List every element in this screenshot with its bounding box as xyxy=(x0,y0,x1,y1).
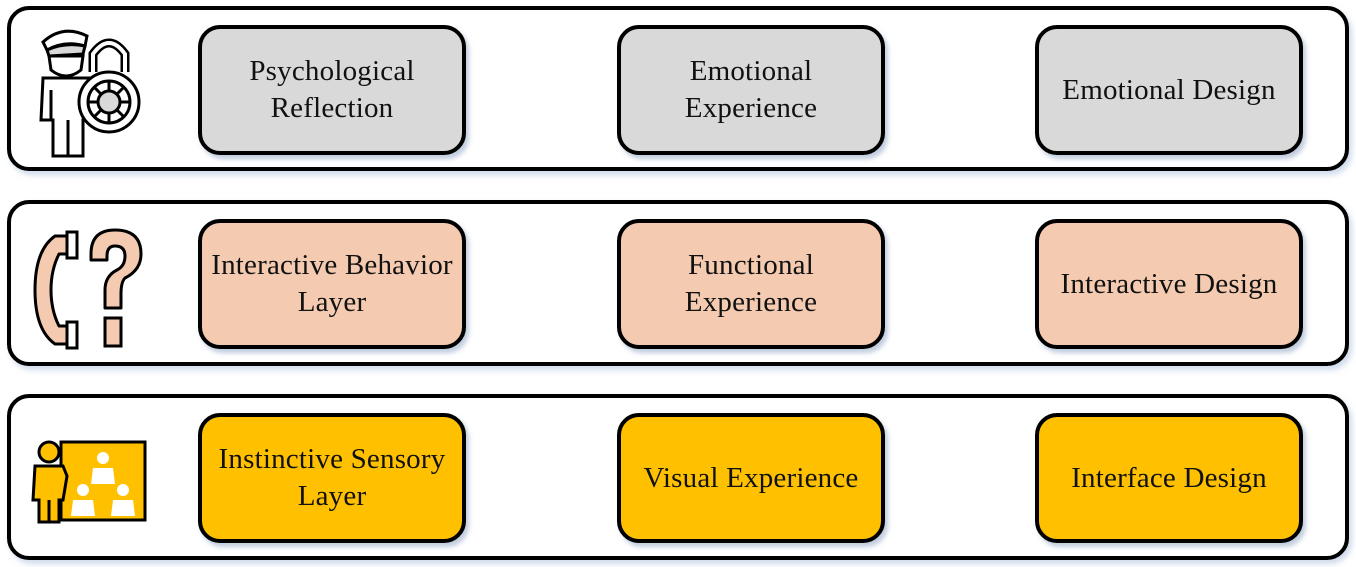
psychological-reflection-label: Psychological Reflection xyxy=(249,55,415,124)
interactive-design-label: Interactive Design xyxy=(1060,267,1278,300)
interface-design-label: Interface Design xyxy=(1071,461,1267,494)
emotional-experience-label: Emotional Experience xyxy=(684,55,818,124)
emotional-design-box: Emotional Design xyxy=(1035,25,1303,155)
presenter-audience-icon xyxy=(27,410,149,550)
interactive-design-box: Interactive Design xyxy=(1035,219,1303,349)
security-guard-with-lock-icon xyxy=(27,20,149,160)
interactive-behavior-layer-box: Interactive Behavior Layer xyxy=(198,219,466,349)
interactive-layer-row: Interactive Behavior Layer Functional Ex… xyxy=(7,200,1349,366)
psychological-reflection-box: Psychological Reflection xyxy=(198,25,466,155)
instinctive-sensory-layer-box: Instinctive Sensory Layer xyxy=(198,413,466,543)
visual-experience-box: Visual Experience xyxy=(617,413,885,543)
functional-experience-box: Functional Experience xyxy=(617,219,885,349)
visual-layer-row: Instinctive Sensory Layer Visual Experie… xyxy=(7,394,1349,560)
emotional-layer-row: Psychological Reflection Emotional Exper… xyxy=(7,6,1349,171)
functional-experience-label: Functional Experience xyxy=(684,249,818,318)
emotional-experience-box: Emotional Experience xyxy=(617,25,885,155)
interface-design-box: Interface Design xyxy=(1035,413,1303,543)
phone-question-icon xyxy=(27,214,149,354)
interactive-behavior-layer-label: Interactive Behavior Layer xyxy=(211,249,453,318)
emotional-design-label: Emotional Design xyxy=(1062,73,1276,106)
instinctive-sensory-layer-label: Instinctive Sensory Layer xyxy=(218,443,446,512)
visual-experience-label: Visual Experience xyxy=(643,461,859,494)
